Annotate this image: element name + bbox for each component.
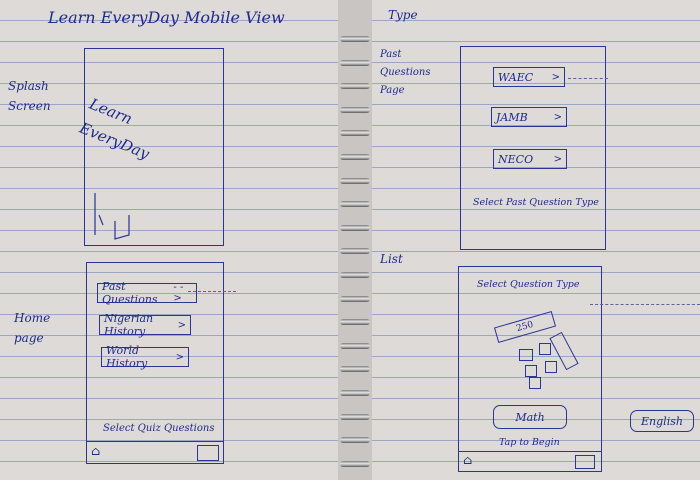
spiral-ring	[340, 178, 370, 184]
math-button[interactable]: Math	[493, 405, 567, 429]
waec-button-label: WAEC	[498, 70, 534, 84]
right-page	[372, 0, 700, 480]
question-tile[interactable]	[529, 377, 541, 389]
spiral-binding	[338, 0, 372, 480]
home-page-mockup: Past Questions - - > Nigerian History > …	[86, 262, 224, 464]
neco-button[interactable]: NECO >	[493, 149, 567, 169]
type-label: Type	[388, 8, 418, 22]
world-history-button[interactable]: World History >	[101, 344, 189, 370]
splash-logo-text: Learn EveryDay	[77, 94, 152, 163]
spiral-ring	[340, 154, 370, 160]
english-button-label: English	[641, 414, 683, 428]
list-header-text: Select Question Type	[477, 279, 580, 290]
spiral-ring	[340, 390, 370, 396]
question-tile[interactable]	[519, 349, 533, 361]
splash-screen-mockup: Learn EveryDay	[77, 48, 224, 246]
spiral-ring	[340, 83, 370, 89]
spiral-ring	[340, 319, 370, 325]
spiral-ring	[340, 225, 370, 231]
nigerian-history-button[interactable]: Nigerian History >	[99, 312, 191, 338]
page-title: Learn EveryDay Mobile View	[48, 8, 285, 27]
question-tile-label: 250	[515, 319, 535, 335]
past-questions-page-label: Past Questions Page	[380, 49, 431, 96]
question-tile[interactable]: 250	[493, 311, 557, 343]
spiral-ring	[340, 343, 370, 349]
spiral-ring	[340, 60, 370, 66]
home-page-label: Home page	[14, 311, 51, 345]
spiral-ring	[340, 201, 370, 207]
chevron-right-icon: >	[177, 319, 186, 331]
home-icon[interactable]: ⌂	[463, 453, 473, 467]
jamb-button-label: JAMB	[496, 110, 528, 124]
home-icon[interactable]: ⌂	[91, 444, 101, 458]
list-footer-text: Tap to Begin	[499, 437, 560, 448]
past-questions-mockup: WAEC > JAMB > NECO > Select Past Questio…	[460, 46, 606, 250]
splash-screen-label: Splash Screen	[8, 79, 51, 113]
left-page	[0, 0, 338, 480]
scribble-icon	[94, 193, 130, 240]
chevron-right-icon: >	[553, 111, 562, 123]
arrow-right-icon: - - >	[173, 282, 184, 304]
spiral-ring	[340, 414, 370, 420]
world-history-button-label: World History	[106, 344, 148, 370]
chevron-right-icon: >	[175, 351, 184, 363]
spiral-ring	[340, 248, 370, 254]
connector-line	[568, 78, 608, 79]
question-tile[interactable]	[539, 343, 551, 355]
jamb-button[interactable]: JAMB >	[491, 107, 567, 127]
nigerian-history-button-label: Nigerian History	[104, 312, 154, 338]
list-mockup: Select Question Type 250 Math Tap to Beg…	[458, 266, 602, 472]
past-questions-button[interactable]: Past Questions - - >	[97, 280, 197, 306]
spiral-ring	[340, 107, 370, 113]
question-tile[interactable]	[525, 365, 537, 377]
english-button[interactable]: English	[630, 410, 694, 432]
menu-icon[interactable]	[197, 445, 219, 461]
home-footer-text: Select Quiz Questions	[103, 423, 215, 434]
spiral-ring	[340, 461, 370, 467]
bottom-nav-bar: ⌂	[459, 451, 601, 472]
bottom-nav-bar: ⌂	[87, 441, 223, 464]
connector-line	[188, 291, 236, 292]
spiral-ring	[340, 437, 370, 443]
list-label: List	[380, 252, 403, 266]
spiral-ring	[340, 130, 370, 136]
spiral-ring	[340, 366, 370, 372]
past-questions-footer-text: Select Past Question Type	[473, 197, 599, 208]
back-icon[interactable]	[575, 455, 595, 469]
spiral-ring	[340, 272, 370, 278]
chevron-right-icon: >	[553, 153, 562, 165]
connector-line	[590, 304, 700, 305]
spiral-ring	[340, 296, 370, 302]
past-questions-button-label: Past Questions	[102, 280, 158, 306]
waec-button[interactable]: WAEC >	[493, 67, 565, 87]
math-button-label: Math	[515, 410, 545, 424]
spiral-ring	[340, 36, 370, 42]
neco-button-label: NECO	[498, 152, 534, 166]
chevron-right-icon: >	[551, 71, 560, 83]
question-tile[interactable]	[545, 361, 557, 373]
